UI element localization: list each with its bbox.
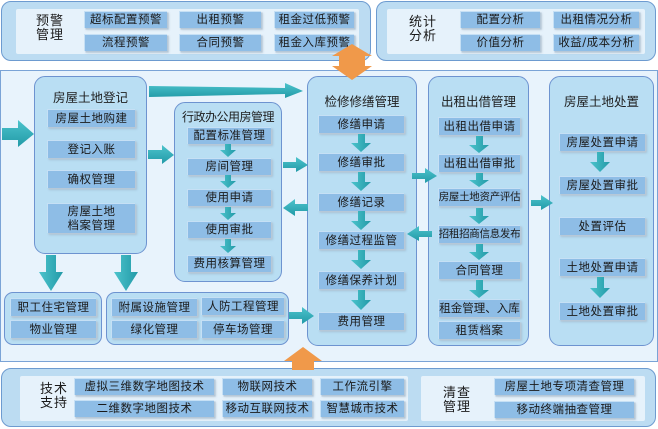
- audit-mobile-spot-check[interactable]: 移动终端抽查管理: [494, 401, 634, 418]
- disposal-house-apply[interactable]: 房屋处置申请: [559, 133, 645, 151]
- disposal-land-apply[interactable]: 土地处置申请: [559, 258, 645, 276]
- warning-management-panel: 预警 管理 超标配置预警 出租预警 租金过低预警 流程预警 合同预警 租金入库预…: [1, 1, 371, 61]
- registration-archive[interactable]: 房屋土地 档案管理: [47, 203, 135, 233]
- staff-housing[interactable]: 职工住宅管理: [10, 298, 96, 316]
- repair-approve[interactable]: 修缮审批: [318, 153, 404, 171]
- office-usage-approve[interactable]: 使用审批: [187, 221, 271, 238]
- warning-contract[interactable]: 合同预警: [179, 34, 261, 51]
- staff-housing-group: 职工住宅管理 物业管理: [4, 292, 102, 345]
- analysis-allocation[interactable]: 配置分析: [460, 11, 540, 28]
- warning-rental[interactable]: 出租预警: [179, 11, 261, 28]
- disposal-group: 房屋土地处置 房屋处置申请 房屋处置审批 处置评估 土地处置申请 土地处置审批: [549, 76, 654, 346]
- statistics-analysis-panel: 统计 分析 配置分析 出租情况分析 价值分析 收益/成本分析: [376, 1, 656, 61]
- rental-tender-publish[interactable]: 招租招商信息发布: [438, 225, 521, 243]
- audit-management-title: 清查 管理: [443, 386, 472, 415]
- repair-supervision[interactable]: 修缮过程监管: [318, 231, 404, 249]
- facilities-group: 附属设施管理 人防工程管理 绿化管理 停车场管理: [106, 292, 289, 345]
- tech-iot[interactable]: 物联网技术: [222, 378, 312, 395]
- office-room[interactable]: 房间管理: [187, 158, 271, 175]
- rental-approve[interactable]: 出租出借审批: [438, 154, 520, 172]
- analysis-revenue-cost[interactable]: 收益/成本分析: [553, 34, 639, 51]
- tech-mobile-internet[interactable]: 移动互联网技术: [222, 400, 312, 417]
- warning-over-standard[interactable]: 超标配置预警: [84, 11, 167, 28]
- repair-record[interactable]: 修缮记录: [318, 193, 404, 211]
- repair-cost[interactable]: 费用管理: [318, 312, 404, 330]
- facilities-parking[interactable]: 停车场管理: [201, 320, 284, 338]
- rental-asset-evaluation[interactable]: 房屋土地资产评估: [438, 188, 521, 206]
- rental-title: 出租出借管理: [440, 94, 516, 109]
- tech-workflow-engine[interactable]: 工作流引擎: [320, 378, 404, 395]
- tech-smart-city[interactable]: 智慧城市技术: [320, 400, 404, 417]
- statistics-analysis-title: 统计 分析: [409, 15, 438, 44]
- repair-title: 检修修缮管理: [324, 94, 400, 109]
- warning-low-rent[interactable]: 租金过低预警: [274, 11, 354, 28]
- bottom-support-panel: 技术 支持 虚拟三维数字地图技术 物联网技术 工作流引擎 二维数字地图技术 移动…: [1, 368, 656, 427]
- office-cost-accounting[interactable]: 费用核算管理: [187, 255, 271, 272]
- disposal-title: 房屋土地处置: [563, 94, 639, 109]
- registration-purchase[interactable]: 房屋土地购建: [47, 109, 135, 127]
- registration-rights[interactable]: 确权管理: [47, 170, 135, 188]
- audit-special-inventory[interactable]: 房屋土地专项清查管理: [494, 378, 634, 395]
- registration-title: 房屋土地登记: [52, 90, 128, 105]
- disposal-house-approve[interactable]: 房屋处置审批: [559, 176, 645, 194]
- facilities-greening[interactable]: 绿化管理: [111, 320, 197, 338]
- repair-group: 检修修缮管理 修缮申请 修缮审批 修缮记录 修缮过程监管 修缮保养计划 费用管理: [307, 76, 417, 346]
- warning-rent-deposit[interactable]: 租金入库预警: [274, 34, 354, 51]
- registration-group: 房屋土地登记 房屋土地购建 登记入账 确权管理 房屋土地 档案管理: [34, 76, 147, 254]
- office-title: 行政办公用房管理: [181, 110, 275, 124]
- tech-support-title: 技术 支持: [40, 382, 69, 411]
- tech-2d-map[interactable]: 二维数字地图技术: [74, 400, 214, 417]
- office-group: 行政办公用房管理 配置标准管理 房间管理 使用申请 使用审批 费用核算管理: [174, 102, 282, 282]
- office-standard[interactable]: 配置标准管理: [187, 127, 271, 144]
- repair-maintenance-plan[interactable]: 修缮保养计划: [318, 271, 404, 289]
- disposal-land-approve[interactable]: 土地处置审批: [559, 302, 645, 320]
- office-usage-apply[interactable]: 使用申请: [187, 189, 271, 206]
- registration-entry[interactable]: 登记入账: [47, 140, 135, 158]
- facilities-civil-defense[interactable]: 人防工程管理: [201, 297, 284, 315]
- rental-apply[interactable]: 出租出借申请: [438, 117, 520, 135]
- disposal-evaluation[interactable]: 处置评估: [559, 217, 645, 235]
- tech-3d-map[interactable]: 虚拟三维数字地图技术: [74, 378, 214, 395]
- warning-management-title: 预警 管理: [36, 14, 65, 43]
- facilities-auxiliary[interactable]: 附属设施管理: [111, 298, 197, 316]
- warning-process[interactable]: 流程预警: [84, 34, 167, 51]
- rental-contract[interactable]: 合同管理: [438, 261, 520, 279]
- rental-rent-management[interactable]: 租金管理、入库: [438, 299, 520, 317]
- analysis-rental-status[interactable]: 出租情况分析: [553, 11, 639, 28]
- repair-apply[interactable]: 修缮申请: [318, 115, 404, 133]
- rental-lease-archive[interactable]: 租赁档案: [438, 321, 520, 339]
- property-management[interactable]: 物业管理: [10, 320, 96, 338]
- analysis-value[interactable]: 价值分析: [460, 34, 540, 51]
- rental-group: 出租出借管理 出租出借申请 出租出借审批 房屋土地资产评估 招租招商信息发布 合…: [428, 76, 529, 346]
